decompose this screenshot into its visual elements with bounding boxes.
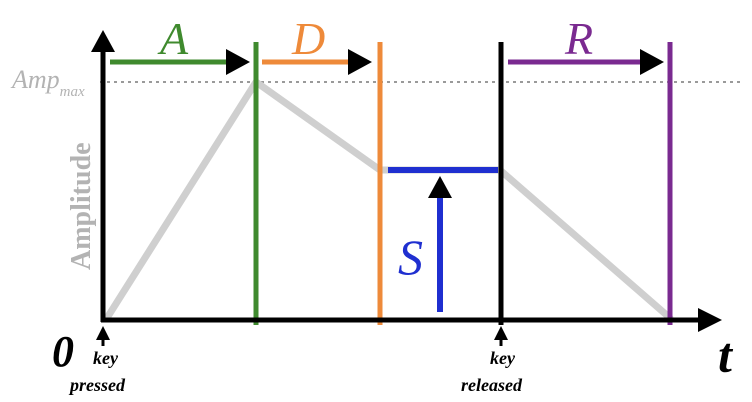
decay-label: D bbox=[291, 13, 325, 64]
attack-arrowhead bbox=[226, 49, 250, 75]
amp-max-subscript: max bbox=[60, 84, 85, 100]
attack-label: A bbox=[157, 13, 189, 64]
envelope-curve bbox=[103, 78, 674, 322]
y-axis-label: Amplitude bbox=[66, 142, 97, 270]
decay-arrowhead bbox=[348, 49, 372, 75]
x-axis-arrowhead bbox=[698, 308, 722, 332]
x-axis-label: t bbox=[718, 327, 734, 383]
key-pressed-label-line1: key bbox=[93, 348, 119, 368]
key-pressed-arrowhead bbox=[96, 326, 110, 340]
key-pressed-label-line2: pressed bbox=[68, 375, 126, 395]
sustain-label: S bbox=[398, 229, 423, 285]
key-released-arrowhead bbox=[494, 326, 508, 340]
amp-max-label: Ampmax bbox=[10, 65, 85, 100]
y-axis-arrowhead bbox=[91, 30, 115, 52]
release-arrowhead bbox=[640, 49, 664, 75]
key-released-label-line1: key bbox=[490, 348, 516, 368]
sustain-arrowhead bbox=[428, 176, 452, 198]
key-released-label-line2: released bbox=[461, 375, 523, 395]
release-label: R bbox=[564, 13, 593, 64]
origin-label: 0 bbox=[52, 327, 74, 376]
